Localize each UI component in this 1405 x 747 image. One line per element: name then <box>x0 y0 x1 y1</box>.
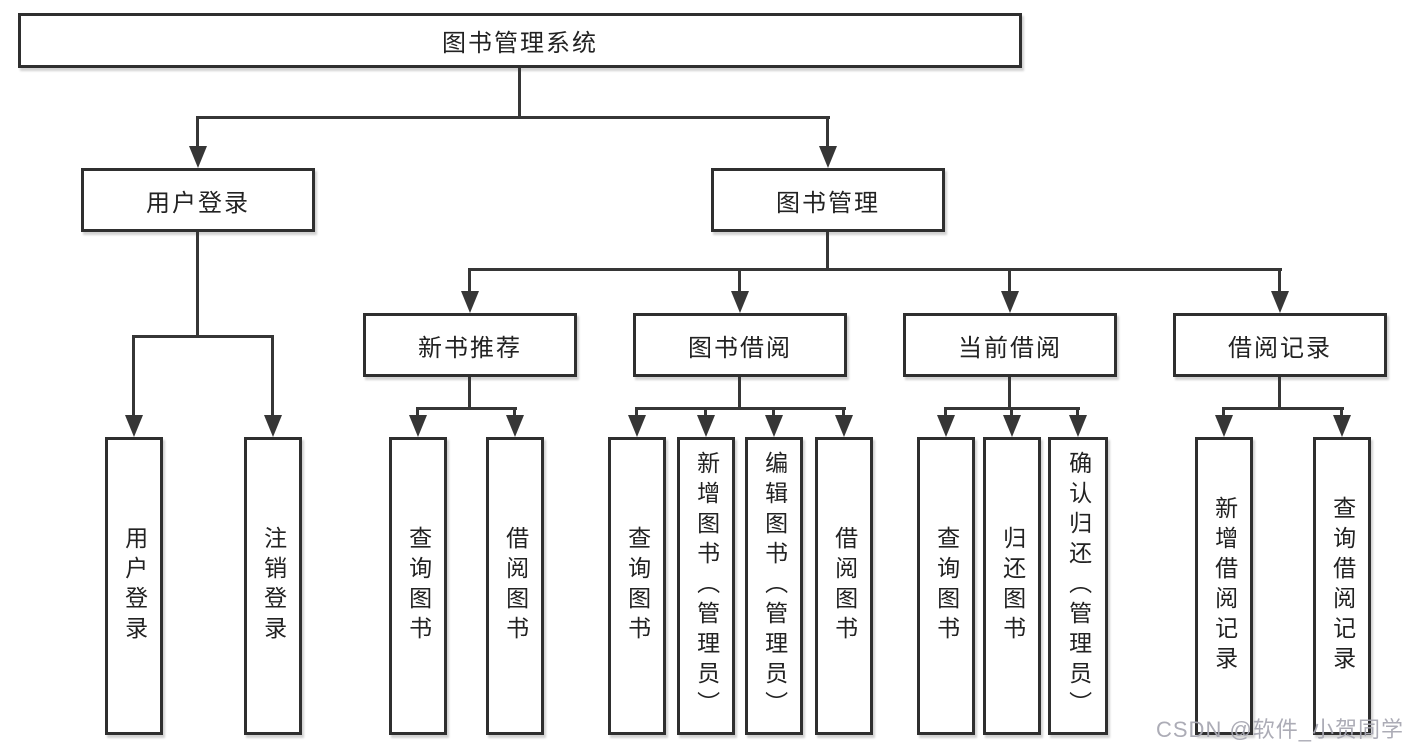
connector-to-user-login-stem <box>196 116 199 146</box>
node-label: 图书借阅 <box>688 334 792 362</box>
arrow-to-leaf <box>1333 415 1351 437</box>
connector-to-current-borrow-stem <box>1008 268 1011 291</box>
leaf-user-login: 用户登录 <box>105 437 163 735</box>
node-library-management-system: 图书管理系统 <box>18 13 1022 68</box>
node-label: 查询借阅记录 <box>1329 496 1356 676</box>
arrow-to-leaf <box>506 415 524 437</box>
connector-leaf-stem <box>1010 407 1013 415</box>
node-label: 新书推荐 <box>418 334 522 362</box>
leaf-borrow-books-2: 借阅图书 <box>815 437 873 735</box>
connector-to-book-borrow-stem <box>738 268 741 291</box>
arrow-to-leaf <box>409 415 427 437</box>
connector-level3-hline <box>469 268 1282 271</box>
connector-leaf-stem <box>1222 407 1225 415</box>
connector-leaf-stem <box>1340 407 1343 415</box>
node-label: 用户登录 <box>121 526 148 646</box>
arrow-to-leaf <box>1069 415 1087 437</box>
node-label: 新增借阅记录 <box>1211 496 1238 676</box>
connector-book-borrow-hline <box>636 407 846 410</box>
leaf-query-books-3: 查询图书 <box>917 437 975 735</box>
leaf-confirm-return-admin: 确认归还（管理员） <box>1048 437 1108 735</box>
arrow-to-leaf <box>835 415 853 437</box>
connector-to-login-leaf-stem <box>132 335 135 415</box>
connector-to-new-book-rec-stem <box>468 268 471 291</box>
arrow-to-leaf <box>697 415 715 437</box>
connector-book-borrow-stem <box>738 377 741 408</box>
arrow-to-book-borrow <box>731 291 749 313</box>
connector-leaf-stem <box>416 407 419 415</box>
arrow-to-login-leaf <box>125 415 143 437</box>
node-label: 借阅图书 <box>831 526 858 646</box>
connector-borrow-records-stem <box>1278 377 1281 408</box>
connector-to-borrow-records-stem <box>1278 268 1281 291</box>
leaf-edit-books-admin: 编辑图书（管理员） <box>745 437 803 735</box>
csdn-watermark: CSDN @软件_小贺同学 <box>1156 717 1405 742</box>
leaf-return-books: 归还图书 <box>983 437 1041 735</box>
node-borrowing-records: 借阅记录 <box>1173 313 1387 377</box>
node-book-borrowing: 图书借阅 <box>633 313 847 377</box>
node-user-login: 用户登录 <box>81 168 315 232</box>
connector-to-logout-leaf-stem <box>271 335 274 415</box>
leaf-query-borrow-record: 查询借阅记录 <box>1313 437 1371 735</box>
connector-level1-hline <box>197 116 830 119</box>
node-label: 注销登录 <box>260 526 287 646</box>
connector-leaf-stem <box>635 407 638 415</box>
connector-new-book-rec-hline <box>417 407 517 410</box>
node-label: 查询图书 <box>405 526 432 646</box>
node-label: 借阅记录 <box>1228 334 1332 362</box>
leaf-query-books-1: 查询图书 <box>389 437 447 735</box>
node-book-management: 图书管理 <box>711 168 945 232</box>
node-label: 图书管理 <box>776 189 880 217</box>
connector-leaf-stem <box>842 407 845 415</box>
arrow-to-logout-leaf <box>264 415 282 437</box>
connector-leaf-stem <box>944 407 947 415</box>
connector-borrow-records-hline <box>1222 407 1344 410</box>
node-label: 编辑图书（管理员） <box>761 451 788 721</box>
connector-book-mgmt-stem <box>826 232 829 269</box>
node-current-borrowing: 当前借阅 <box>903 313 1117 377</box>
connector-current-borrow-stem <box>1008 377 1011 408</box>
connector-leaf-stem <box>1076 407 1079 415</box>
connector-leaf-stem <box>513 407 516 415</box>
arrow-to-current-borrow <box>1001 291 1019 313</box>
leaf-query-books-2: 查询图书 <box>608 437 666 735</box>
node-label: 用户登录 <box>146 189 250 217</box>
arrow-to-borrow-records <box>1271 291 1289 313</box>
leaf-add-books-admin: 新增图书（管理员） <box>677 437 735 735</box>
arrow-to-leaf <box>1215 415 1233 437</box>
node-label: 借阅图书 <box>502 526 529 646</box>
connector-root-stem <box>518 68 521 117</box>
connector-leaf-stem <box>704 407 707 415</box>
arrow-to-leaf <box>1003 415 1021 437</box>
leaf-logout: 注销登录 <box>244 437 302 735</box>
node-label: 查询图书 <box>933 526 960 646</box>
arrow-to-leaf <box>628 415 646 437</box>
connector-user-login-hline <box>133 335 274 338</box>
arrow-to-new-book-rec <box>461 291 479 313</box>
leaf-add-borrow-record: 新增借阅记录 <box>1195 437 1253 735</box>
leaf-borrow-books-1: 借阅图书 <box>486 437 544 735</box>
arrow-to-leaf <box>937 415 955 437</box>
connector-to-book-mgmt-stem <box>826 116 829 146</box>
arrow-to-user-login <box>189 146 207 168</box>
node-label: 新增图书（管理员） <box>693 451 720 721</box>
node-label: 归还图书 <box>999 526 1026 646</box>
node-label: 图书管理系统 <box>442 30 598 57</box>
node-label: 查询图书 <box>624 526 651 646</box>
node-new-book-recommend: 新书推荐 <box>363 313 577 377</box>
connector-new-book-rec-stem <box>468 377 471 408</box>
connector-leaf-stem <box>772 407 775 415</box>
node-label: 确认归还（管理员） <box>1065 451 1092 721</box>
arrow-to-book-mgmt <box>819 146 837 168</box>
node-label: 当前借阅 <box>958 334 1062 362</box>
arrow-to-leaf <box>765 415 783 437</box>
connector-user-login-stem <box>196 232 199 336</box>
